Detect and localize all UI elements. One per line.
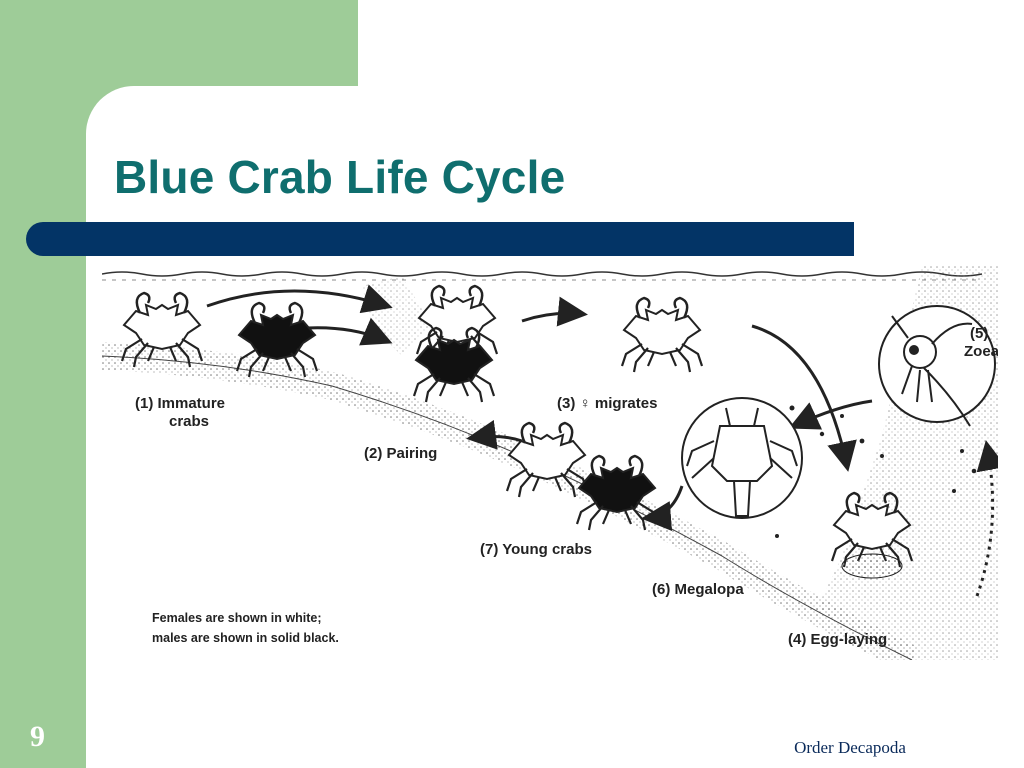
arrow-megalopa-to-young — [641, 485, 684, 532]
arrow-zoea-to-megalopa — [788, 399, 873, 430]
arrow-migrates-to-egg-laying — [751, 324, 857, 472]
label-young-crabs: (7) Young crabs — [480, 541, 592, 558]
title-underline-bar — [26, 222, 854, 256]
left-accent-band — [0, 0, 86, 768]
arrow-pairing-to-migrates — [521, 296, 588, 327]
label-zoea-name: Zoea — [964, 343, 998, 360]
seafloor-slope — [102, 356, 912, 660]
legend-note-line1: Females are shown in white; — [152, 611, 322, 625]
top-accent-band — [0, 0, 358, 86]
label-zoea-number: (5) — [970, 325, 988, 342]
label-migrates: (3) ♀ migrates — [557, 395, 657, 412]
migrating-female-crab — [620, 296, 704, 374]
label-immature-line2: crabs — [169, 413, 209, 430]
water-surface-line — [102, 271, 983, 277]
arrow-egg-to-zoea — [975, 440, 998, 597]
slide-background-top — [358, 0, 1024, 100]
slide-footer: Order Decapoda — [794, 738, 906, 757]
slide-number: 9 — [30, 720, 45, 753]
slide-title: Blue Crab Life Cycle — [114, 151, 566, 203]
zoea-circle — [878, 305, 996, 423]
arrow-young-to-pairing — [466, 419, 523, 450]
label-egg-laying: (4) Egg-laying — [788, 631, 887, 648]
legend-note-line2: males are shown in solid black. — [152, 631, 339, 645]
label-pairing: (2) Pairing — [364, 445, 437, 462]
label-immature-line1: (1) Immature — [135, 395, 225, 412]
arrow-immature-to-pairing — [206, 284, 393, 314]
egg-mass — [841, 553, 903, 579]
label-megalopa: (6) Megalopa — [652, 581, 744, 598]
life-cycle-diagram: (1) Immature crabs (2) Pairing (3) ♀ mig… — [102, 266, 998, 660]
